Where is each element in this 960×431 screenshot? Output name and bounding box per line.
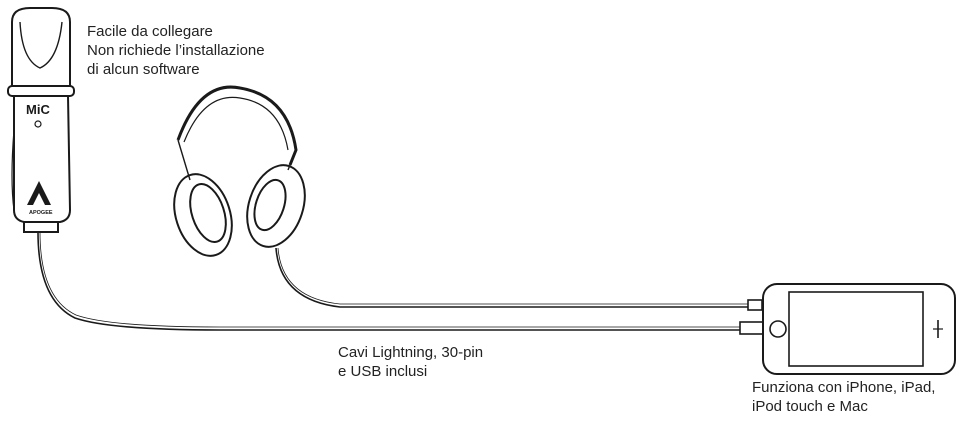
caption-compatibility: Funziona con iPhone, iPad, iPod touch e … <box>752 378 935 416</box>
mic-cable <box>37 231 742 331</box>
headphone-cable <box>275 247 752 308</box>
headphones-icon <box>173 85 306 257</box>
caption-easy-connect: Facile da collegare Non richiede l’insta… <box>87 22 265 79</box>
mic-model-label: MiC <box>26 102 50 117</box>
caption-line: Funziona con iPhone, iPad, <box>752 379 936 396</box>
caption-cables-included: Cavi Lightning, 30-pin e USB inclusi <box>338 343 483 381</box>
caption-line: Facile da collegare <box>87 23 213 40</box>
caption-line: e USB inclusi <box>338 363 428 380</box>
caption-line: Cavi Lightning, 30-pin <box>338 344 484 361</box>
caption-line: iPod touch e Mac <box>752 398 868 415</box>
caption-line: Non richiede l’installazione <box>87 42 265 59</box>
iphone-icon <box>762 283 956 375</box>
microphone-icon <box>7 7 75 233</box>
mic-brand-label: APOGEE <box>29 210 53 216</box>
caption-line: di alcun software <box>87 61 200 78</box>
